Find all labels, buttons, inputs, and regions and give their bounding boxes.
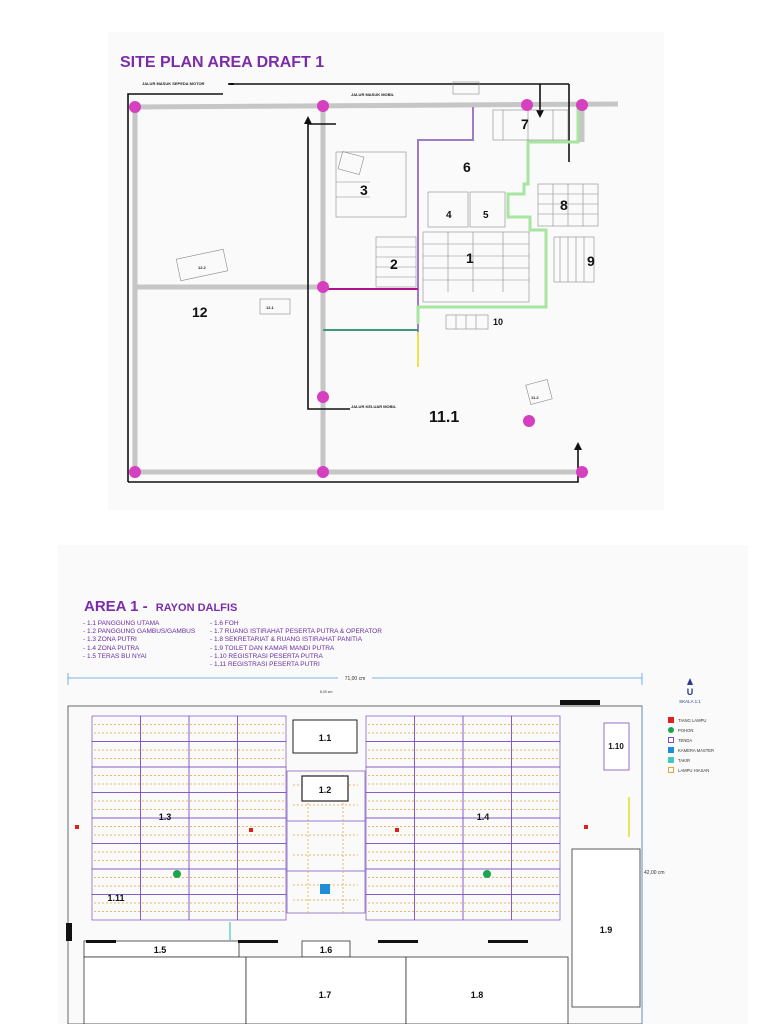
legend-item: - 1.7 RUANG ISTIRAHAT PESERTA PUTRA & OP…	[210, 628, 382, 636]
map-key-item: POHON	[668, 727, 693, 733]
car-exit-label: JALUR KELUAR MOBIL	[351, 404, 397, 409]
zone-11-1: 11.1	[429, 409, 459, 426]
zone-8: 8	[560, 197, 568, 213]
building-sketches	[175, 81, 599, 405]
legend-left: - 1.1 PANGGUNG UTAMA - 1.2 PANGGUNG GAMB…	[83, 620, 195, 661]
room-1-11: 1.11	[107, 893, 124, 903]
purple-boundary	[417, 107, 474, 332]
legend-item: - 1.9 TOILET DAN KAMAR MANDI PUTRA	[210, 644, 335, 652]
area1-title-suffix: RAYON DALFIS	[156, 602, 238, 614]
zone-10: 10	[493, 317, 503, 327]
legend-item: - 1.1 PANGGUNG UTAMA	[83, 620, 160, 627]
room-1-4: 1.4	[477, 812, 490, 822]
map-key-item: KAMERA MASTER	[668, 747, 714, 753]
tree-right	[483, 870, 491, 878]
key-label: KAMERA MASTER	[678, 747, 715, 753]
key-swatch-icon	[668, 727, 674, 733]
area1-panel: AREA 1 - RAYON DALFIS 71,00 cm 8,00 cm	[58, 545, 748, 1024]
zone-labels: 1 2 3 4 5 6 7 8 9 10 11.1 11.2 12 12.1 1…	[192, 116, 595, 426]
site-plan-panel: SITE PLAN AREA DRAFT 1 JALUR MASUK SEPED…	[108, 32, 664, 510]
light-poles	[129, 99, 588, 478]
room-1-7: 1.7	[319, 990, 332, 1000]
key-label: TENDA	[678, 737, 693, 743]
zone-5: 5	[483, 210, 489, 221]
key-label: TIANG LAMPU	[678, 717, 707, 723]
tree-left	[173, 870, 181, 878]
zone-6: 6	[463, 159, 471, 175]
legend-item: - 1.2 PANGGUNG GAMBUS/GAMBUS	[83, 628, 196, 636]
legend-item: - 1.10 REGISTRASI PESERTA PUTRA	[210, 652, 323, 660]
legend-item: - 1.3 ZONA PUTRI	[83, 636, 137, 644]
map-key-item: TAKIR	[668, 757, 690, 763]
zone-9: 9	[587, 253, 595, 269]
map-key-item: LAMPU HIASAN	[668, 767, 709, 773]
camera-master	[320, 884, 330, 894]
key-label: TAKIR	[678, 757, 691, 763]
width-dimension: 71,00 cm	[345, 676, 366, 682]
key-swatch-icon	[668, 717, 674, 723]
zone-12-1: 12.1	[266, 305, 275, 310]
car-entry-label: JALUR MASUK MOBIL	[351, 92, 395, 97]
room-1-3: 1.3	[159, 812, 172, 822]
zone-2: 2	[390, 256, 398, 272]
site-plan-title: SITE PLAN AREA DRAFT 1	[120, 54, 324, 71]
zone-12-2: 12.2	[198, 265, 207, 270]
zone-3: 3	[360, 182, 368, 198]
area1-drawing: AREA 1 - RAYON DALFIS 71,00 cm 8,00 cm	[66, 598, 701, 1024]
room-1-10: 1.10	[608, 742, 624, 751]
key-swatch-icon	[668, 757, 674, 763]
legend-item: - 1.6 FOH	[210, 620, 239, 627]
north-indicator: U	[687, 687, 694, 697]
zone-12: 12	[192, 304, 208, 320]
green-boundary	[416, 140, 548, 324]
room-1-6: 1.6	[320, 945, 333, 955]
room-1-5: 1.5	[154, 945, 167, 955]
map-key-item: TIANG LAMPU	[668, 717, 706, 723]
area1-title-prefix: AREA 1 -	[84, 598, 148, 615]
zone-1: 1	[466, 250, 474, 266]
zone-7: 7	[521, 116, 529, 132]
legend-item: - 1.4 ZONA PUTRA	[83, 644, 140, 652]
key-label: POHON	[678, 727, 694, 733]
light-posts	[75, 825, 588, 832]
zone-4: 4	[446, 210, 452, 221]
map-key-item: TENDA	[668, 737, 692, 743]
motor-entry-label: JALUR MASUK SEPEDA MOTOR	[142, 81, 205, 86]
grid-zona-putri	[91, 715, 287, 921]
key-swatch-icon	[668, 737, 674, 743]
scale-label: SKALA 1:1	[679, 699, 701, 704]
room-1-9: 1.9	[600, 925, 613, 935]
legend-item: - 1.8 SEKRETARIAT & RUANG ISTIRAHAT PANI…	[210, 636, 363, 644]
svg-text:AREA 1 - RAYON DALFIS: AREA 1 - RAYON DALFIS	[84, 598, 237, 615]
legend-right: - 1.6 FOH - 1.7 RUANG ISTIRAHAT PESERTA …	[210, 620, 382, 669]
room-1-1: 1.1	[319, 733, 332, 743]
key-label: LAMPU HIASAN	[678, 767, 710, 773]
grid-zona-putra	[365, 715, 561, 921]
site-plan-drawing: SITE PLAN AREA DRAFT 1 JALUR MASUK SEPED…	[120, 54, 619, 483]
room-1-2: 1.2	[319, 785, 332, 795]
height-dimension: 42,00 cm	[644, 870, 665, 876]
legend-item: - 1.11 REGISTRASI PESERTA PUTRI	[210, 661, 320, 669]
zone-11-2: 11.2	[531, 395, 539, 400]
key-swatch-icon	[668, 767, 674, 773]
inner-dimension: 8,00 cm	[320, 690, 333, 694]
traffic-arrows	[127, 83, 579, 483]
room-1-8: 1.8	[471, 990, 484, 1000]
legend-item: - 1.5 TERAS BU NYAI	[83, 652, 147, 660]
key-swatch-icon	[668, 747, 674, 753]
